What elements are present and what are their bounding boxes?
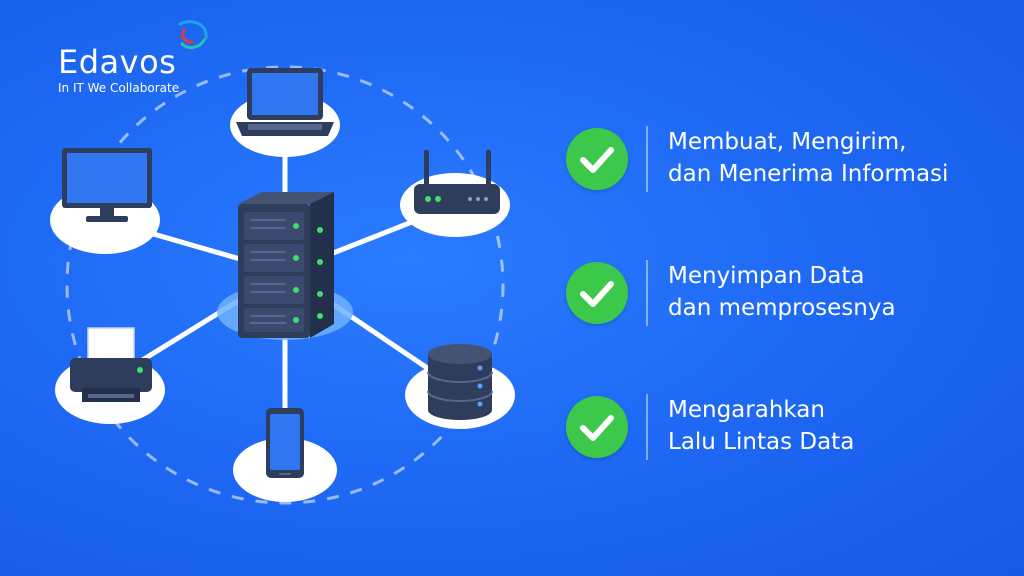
- check-icon: [566, 128, 628, 190]
- printer-icon: [70, 327, 152, 402]
- brand-logo: Edavos In IT We Collaborate: [58, 20, 218, 102]
- feature-line-1: Menyimpan Data: [668, 263, 865, 289]
- feature-line-2: dan Menerima Informasi: [668, 161, 949, 187]
- smartphone-icon: [266, 408, 304, 478]
- brand-name: Edavos: [58, 43, 177, 81]
- feature-divider: [646, 126, 648, 192]
- feature-line-2: dan memprosesnya: [668, 295, 896, 321]
- brand-tagline: In IT We Collaborate: [58, 81, 180, 95]
- feature-line-1: Membuat, Mengirim,: [668, 129, 907, 155]
- logo-swoosh-icon: [178, 20, 208, 49]
- laptop-icon: [236, 68, 334, 136]
- feature-item: Membuat, Mengirim, dan Menerima Informas…: [566, 124, 986, 196]
- check-icon: [566, 396, 628, 458]
- network-diagram: [50, 65, 515, 505]
- database-node: [405, 344, 515, 429]
- router-icon: [414, 150, 500, 214]
- server-rack-icon: [238, 192, 334, 338]
- laptop-node: [230, 68, 340, 157]
- network-ring: [65, 65, 505, 505]
- feature-line-1: Mengarahkan: [668, 397, 825, 423]
- feature-line-2: Lalu Lintas Data: [668, 429, 855, 455]
- feature-divider: [646, 260, 648, 326]
- feature-text: Mengarahkan Lalu Lintas Data: [668, 394, 988, 458]
- monitor-icon: [62, 148, 152, 222]
- feature-divider: [646, 394, 648, 460]
- check-icon: [566, 262, 628, 324]
- feature-item: Menyimpan Data dan memprosesnya: [566, 258, 986, 330]
- feature-text: Membuat, Mengirim, dan Menerima Informas…: [668, 126, 988, 190]
- monitor-node: [50, 148, 160, 254]
- database-icon: [427, 344, 493, 420]
- feature-item: Mengarahkan Lalu Lintas Data: [566, 392, 986, 464]
- smartphone-node: [233, 408, 337, 502]
- printer-node: [55, 327, 165, 424]
- feature-text: Menyimpan Data dan memprosesnya: [668, 260, 988, 324]
- router-node: [400, 150, 510, 237]
